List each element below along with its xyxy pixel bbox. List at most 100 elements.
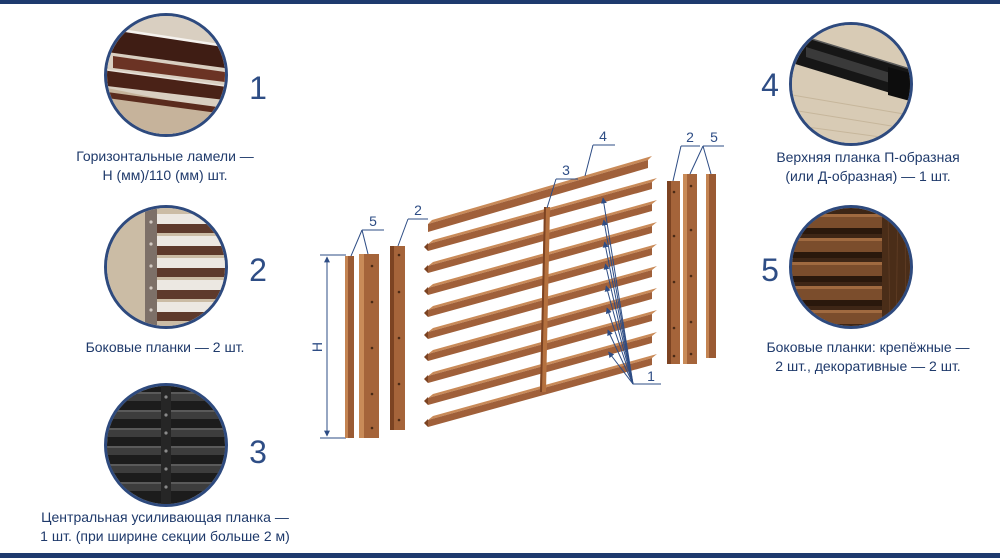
height-label: Н [309,342,325,352]
lamella-front-face [428,358,652,427]
component-caption-4: Верхняя планка П-образная (или Д-образна… [738,148,998,186]
lamella-front-face [428,248,652,317]
leader-line [672,145,682,182]
bottom-border-bar [0,553,1000,558]
component-number-3: 3 [249,434,267,470]
label-text: 2 [686,129,694,145]
plank-holes [397,253,401,422]
lamella-end [424,265,428,273]
center-reinforcing-plank [540,207,550,392]
fence-exploded-diagram: Н [309,128,724,439]
side-plank-photo-image [107,208,225,326]
leader-line [702,145,712,175]
label-text: 5 [710,129,718,145]
leader-line [546,178,557,209]
top-plank-front-face [428,160,648,232]
lamella-front-face [428,314,652,383]
lamellas [424,178,657,427]
component-caption-5: Боковые планки: крепёжные — 2 шт., декор… [738,338,998,376]
right-decorative-plank [706,174,716,358]
photo-center-plank [161,386,171,504]
lamella-end [424,309,428,317]
lamella-leader-line [605,307,634,385]
lamella-end [424,419,428,427]
lamella-photo-image [107,16,225,134]
label-lamellas: 1 [600,197,661,385]
photo-slats [792,214,882,324]
left-decorative-plank [345,256,354,438]
photo-screws [149,220,153,312]
component-number-5: 5 [761,252,779,288]
label-text: 4 [599,128,607,144]
label-left-outer-planks: 5 [350,213,384,257]
lamella [424,200,657,273]
lamella-front-face [428,226,652,295]
label-text: 5 [369,213,377,229]
component-number-4: 4 [761,67,779,103]
lamella-front-face [428,336,652,405]
center-plank-photo [104,383,228,507]
side-planks-photo-image [792,208,910,326]
lamella-end [424,243,428,251]
top-plank-photo-image [792,25,910,143]
lamella-leader-line [607,329,634,385]
lamella-end [424,353,428,361]
lamella-leader-line [601,219,634,385]
right-planks [667,174,716,364]
lamella-front-face [428,182,652,251]
label-center-plank: 3 [546,162,578,209]
lamella-leader-line [600,197,634,385]
side-planks-photo [789,205,913,329]
top-plank-top-face [428,156,652,224]
plank-holes [672,184,693,358]
caption-line: Боковые планки — 2 шт. [85,339,245,355]
caption-line: 1 шт. (при ширине секции больше 2 м) [40,528,290,544]
caption-line: Верхняя планка П-образная [776,149,960,165]
component-caption-2: Боковые планки — 2 шт. [15,338,315,357]
lamella-top-face [428,222,657,288]
label-top-plank: 4 [584,128,615,177]
lamella-end [424,375,428,383]
left-planks [345,246,405,438]
lamella-end [424,331,428,339]
lamella-end [424,287,428,295]
leader-line [584,144,594,177]
label-right-side-plank: 2 [672,129,700,182]
component-number-2: 2 [249,252,267,288]
label-text: 1 [647,368,655,384]
caption-line: Боковые планки: крепёжные — [766,339,970,355]
lamella-top-face [428,200,657,266]
lamella-leader-line [604,285,634,385]
lamella-end [424,397,428,405]
plank-shadow [390,246,394,430]
caption-line: 2 шт., декоративные — 2 шт. [775,358,961,374]
center-plank-edge [540,207,546,392]
label-text: 2 [414,202,422,218]
caption-line: (или Д-образная) — 1 шт. [785,168,951,184]
caption-line: Горизонтальные ламели — [76,148,254,164]
top-plank [428,156,652,232]
plank-highlight [706,174,709,358]
lamella [424,222,657,295]
leader-line [689,145,704,175]
photo-u-profile [792,32,910,101]
lamella-front-face [428,270,652,339]
label-text: 3 [562,162,570,178]
lamella-photo [104,13,228,137]
plank-highlight [683,174,687,364]
component-caption-3: Центральная усиливающая планка — 1 шт. (… [0,508,330,546]
photo-screws [164,395,168,489]
center-plank-photo-image [107,386,225,504]
label-left-side-plank: 2 [397,202,428,247]
component-number-1: 1 [249,70,267,106]
plank-holes [370,264,374,430]
top-plank-photo [789,22,913,146]
component-caption-1: Горизонтальные ламели — Н (мм)/110 (мм) … [15,147,315,185]
top-border-bar [0,0,1000,4]
lamella-leader-line [608,351,634,385]
lamella-leader-lines [600,197,634,385]
side-plank-photo [104,205,228,329]
height-dimension: Н [309,254,346,439]
leader-line [361,229,369,255]
